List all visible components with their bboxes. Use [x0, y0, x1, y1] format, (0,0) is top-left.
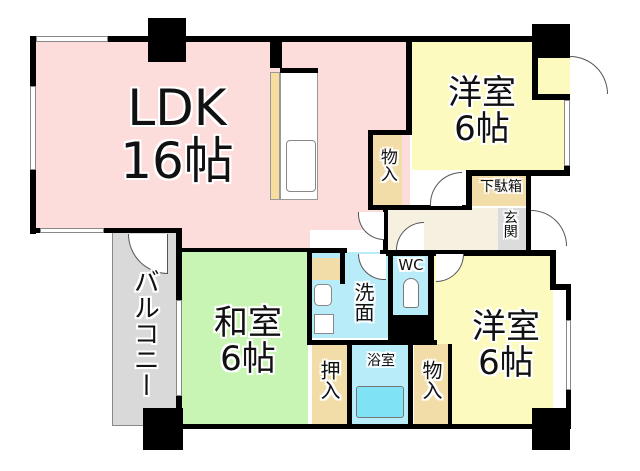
- ldk-room-lower: [180, 228, 310, 250]
- window-ldk-south: [40, 228, 104, 233]
- western-north-name: 洋室: [448, 73, 516, 113]
- wall-wc-west: [388, 250, 393, 345]
- wall-south: [176, 424, 570, 429]
- wall-ldk-south: [30, 228, 180, 233]
- western-north-size: 6帖: [454, 108, 510, 149]
- wall-entrance-east: [526, 170, 531, 255]
- shoe-box-label: 下駄箱: [480, 179, 522, 195]
- door-closet-north-east[interactable]: [570, 56, 608, 94]
- window-ldk-west: [30, 86, 36, 170]
- wash-basin: [314, 284, 332, 306]
- wall-hall-north: [368, 205, 468, 210]
- ldk-size: 16帖: [120, 131, 234, 190]
- washroom-label: 洗面: [351, 282, 375, 322]
- window-ldk-north: [36, 36, 108, 42]
- window-japanese-west: [176, 300, 182, 396]
- wall-hall-south: [380, 250, 555, 256]
- wall-shoebox: [466, 170, 570, 176]
- window-western-south-east: [566, 320, 571, 390]
- ldk-label: LDK 16帖: [112, 82, 242, 187]
- japanese-size: 6帖: [220, 338, 276, 379]
- wall-shoebox-west: [466, 170, 472, 210]
- ldk-name: LDK: [127, 79, 227, 137]
- storage-north: [372, 135, 402, 205]
- wall-north-east: [408, 36, 538, 42]
- wall-ldk-east-top: [270, 36, 282, 68]
- wall-kitchen-top: [280, 68, 318, 73]
- wall-between-ldk-western: [406, 36, 412, 134]
- western-south-name: 洋室: [472, 307, 540, 347]
- entrance-label: 玄関: [501, 210, 518, 238]
- kitchen-sink: [286, 140, 316, 192]
- wall-storage-small: [340, 248, 345, 284]
- storage-north-label: 物入: [376, 148, 397, 182]
- western-room-north: [412, 40, 570, 170]
- balcony-label: バルコニー: [129, 268, 160, 398]
- wall-closet-nook-west: [532, 36, 538, 98]
- wall-north: [30, 36, 414, 42]
- washing-machine: [314, 314, 334, 334]
- small-storage: [312, 258, 340, 280]
- door-ldk[interactable]: [358, 212, 384, 240]
- wall-bath-east: [408, 344, 413, 426]
- kitchen-counter: [270, 72, 280, 200]
- wall-closet-east: [347, 344, 352, 426]
- wc-label: WC: [398, 256, 424, 274]
- window-western-north-east: [564, 100, 570, 166]
- door-western-north[interactable]: [430, 172, 462, 206]
- japanese-room: [182, 252, 308, 424]
- pillar-south-east: [532, 408, 570, 450]
- wall-south-east-upper: [550, 250, 556, 290]
- storage-south: [414, 344, 450, 424]
- japanese-label: 和室 6帖: [198, 303, 298, 379]
- wall-south-east-step: [550, 284, 570, 290]
- pillar-north: [148, 18, 186, 62]
- wall-wc-east: [428, 250, 434, 345]
- toilet-icon: [403, 278, 419, 308]
- entrance-floor: [498, 208, 528, 250]
- western-south-label: 洋室 6帖: [456, 307, 556, 383]
- western-north-label: 洋室 6帖: [432, 73, 532, 149]
- closet: [312, 344, 348, 424]
- pillar-south-west: [143, 408, 183, 450]
- wall-storage-west: [368, 130, 373, 210]
- wall-wet-south: [307, 340, 437, 345]
- shoe-box: [470, 176, 530, 206]
- wall-wet-north: [307, 248, 347, 253]
- closet-label: 押入: [317, 360, 341, 400]
- pillar-north-east: [532, 24, 570, 58]
- bathtub: [356, 386, 404, 418]
- storage-south-label: 物入: [419, 360, 443, 400]
- wall-storage-south-east: [448, 344, 452, 426]
- wall-storage-north: [368, 130, 412, 135]
- western-south-size: 6帖: [478, 342, 534, 383]
- wall-japanese-north: [176, 248, 310, 252]
- japanese-name: 和室: [214, 303, 282, 343]
- wall-wet-west: [307, 248, 312, 344]
- wall-hall-west: [383, 210, 388, 255]
- bathroom-label: 浴室: [367, 353, 395, 369]
- door-entrance[interactable]: [531, 210, 567, 246]
- ldk-room: [35, 40, 410, 230]
- western-room-south: [433, 254, 553, 424]
- wall-closet-nook: [532, 94, 570, 100]
